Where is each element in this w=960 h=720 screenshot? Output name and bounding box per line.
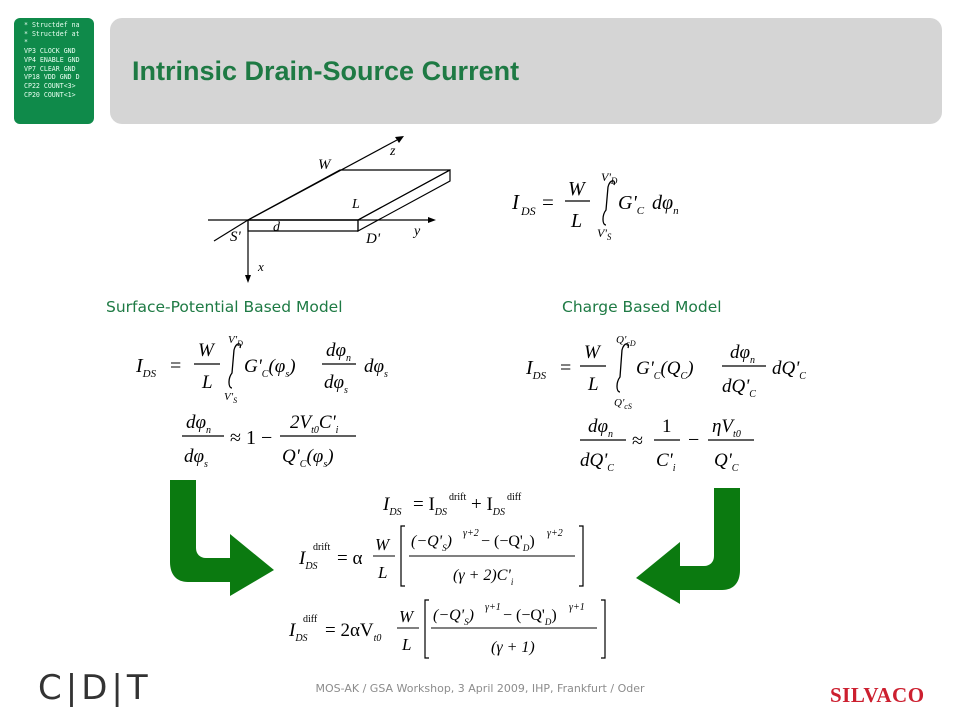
svg-text:≈ 1 −: ≈ 1 −: [230, 427, 272, 449]
svg-text:I: I: [511, 190, 520, 214]
svg-text:W: W: [399, 607, 415, 626]
diagram-label-d: d: [273, 220, 281, 235]
svg-text:= IDS: = IDS: [413, 494, 447, 518]
svg-text:− (−Q'D): − (−Q'D): [481, 533, 535, 553]
svg-text:γ+2: γ+2: [547, 528, 563, 539]
diagram-label-source: S': [230, 229, 242, 245]
svg-text:W: W: [198, 340, 216, 361]
svg-text:dφn: dφn: [326, 340, 351, 364]
svg-text:diff: diff: [507, 492, 522, 503]
code-thumbnail: * Structdef na * Structdef at * VP3 CLOC…: [14, 18, 94, 124]
svg-text:drift: drift: [313, 542, 330, 553]
svg-text:Q'cS: Q'cS: [614, 397, 632, 411]
svg-text:(γ + 1): (γ + 1): [491, 639, 535, 656]
svg-text:+ IDS: + IDS: [471, 494, 505, 518]
diagram-label-w: W: [318, 157, 332, 173]
svg-text:diff: diff: [303, 614, 318, 625]
svg-text:L: L: [201, 372, 213, 393]
svg-text:L: L: [401, 635, 411, 654]
svg-text:γ+2: γ+2: [463, 528, 479, 539]
svg-text:=: =: [170, 355, 181, 377]
svg-text:L: L: [377, 563, 387, 582]
diagram-label-l: L: [351, 197, 360, 212]
svg-text:1: 1: [662, 416, 672, 437]
svg-text:Q'C(φs): Q'C(φs): [282, 446, 334, 470]
svg-text:L: L: [587, 374, 599, 395]
svg-text:L: L: [570, 210, 582, 232]
svg-text:IDS: IDS: [525, 357, 547, 382]
svg-text:W: W: [584, 342, 602, 363]
svg-text:DS: DS: [520, 204, 536, 218]
svg-text:dφs: dφs: [364, 356, 388, 380]
svg-text:dφs: dφs: [324, 372, 348, 396]
diagram-label-z: z: [389, 144, 396, 159]
svg-text:= 2αVt0: = 2αVt0: [325, 620, 381, 644]
right-green-arrow: [636, 488, 740, 604]
charge-model-equations: IDS = W L Q'cD Q'cS G'C(QC) dφn dQ'C dQ'…: [525, 334, 806, 474]
svg-text:ηVt0: ηVt0: [712, 416, 741, 440]
svg-text:− (−Q'D): − (−Q'D): [503, 607, 557, 627]
svg-text:(−Q'S): (−Q'S): [433, 607, 474, 627]
thumbnail-code: * Structdef na * Structdef at * VP3 CLOC…: [24, 21, 80, 99]
diagram-label-drain: D': [365, 231, 381, 247]
svg-text:V'S: V'S: [597, 226, 612, 242]
diagram-label-x: x: [257, 259, 264, 274]
svg-text:dφn: dφn: [186, 412, 211, 436]
svg-text:(−Q'S): (−Q'S): [411, 533, 452, 553]
svg-text:dφs: dφs: [184, 446, 208, 470]
svg-text:Q'cD: Q'cD: [616, 334, 636, 348]
svg-text:≈: ≈: [632, 430, 643, 452]
svg-text:= α: = α: [337, 548, 362, 569]
silvaco-logo: SILVACO: [830, 683, 925, 707]
footer-text: MOS-AK / GSA Workshop, 3 April 2009, IHP…: [315, 682, 645, 695]
svg-text:=: =: [560, 357, 571, 379]
charge-model-label: Charge Based Model: [562, 298, 722, 316]
left-green-arrow: [170, 480, 274, 596]
svg-text:dφn: dφn: [652, 192, 679, 217]
svg-text:G'C(QC): G'C(QC): [636, 358, 694, 382]
svg-text:dQ'C: dQ'C: [580, 450, 614, 474]
slide-title: Intrinsic Drain-Source Current: [132, 56, 520, 86]
svg-text:γ+1: γ+1: [485, 602, 501, 613]
svg-text:V'S: V'S: [224, 391, 237, 405]
title-bar: Intrinsic Drain-Source Current: [110, 18, 942, 124]
svg-text:dφn: dφn: [730, 342, 755, 366]
drift-diffusion-equations: IDS = IDS drift + IDS diff IDS drift = α…: [288, 492, 606, 659]
surface-potential-model-label: Surface-Potential Based Model: [106, 298, 343, 316]
surface-potential-equations: IDS = W L V'D V'S G'C(φs) dφn dφs dφs dφ…: [135, 334, 388, 470]
svg-text:G'C(φs): G'C(φs): [244, 356, 296, 380]
svg-text:W: W: [568, 178, 587, 200]
svg-text:drift: drift: [449, 492, 466, 503]
svg-text:dQ'C: dQ'C: [722, 376, 756, 400]
svg-text:γ+1: γ+1: [569, 602, 585, 613]
cdt-logo: C|D|T: [38, 668, 152, 708]
svg-text:dQ'C: dQ'C: [772, 358, 806, 382]
svg-text:V'D: V'D: [228, 334, 243, 348]
svg-text:=: =: [542, 190, 554, 214]
mosfet-geometry-diagram: z W L d y x S' D': [208, 136, 451, 283]
ids-general-equation: I DS = W L V'D V'S G'C dφn: [511, 170, 679, 242]
svg-text:IDS: IDS: [135, 355, 157, 380]
diagram-label-y: y: [412, 224, 421, 239]
svg-text:V'D: V'D: [601, 170, 618, 186]
svg-text:C'i: C'i: [656, 450, 676, 474]
svg-text:2Vt0C'i: 2Vt0C'i: [290, 412, 339, 436]
svg-text:dφn: dφn: [588, 416, 613, 440]
svg-text:Q'C: Q'C: [714, 450, 739, 474]
svg-text:W: W: [375, 535, 391, 554]
svg-text:−: −: [688, 429, 699, 451]
svg-text:IDS: IDS: [382, 494, 402, 518]
svg-text:G'C: G'C: [618, 192, 645, 217]
svg-text:(γ + 2)C'i: (γ + 2)C'i: [453, 567, 514, 587]
